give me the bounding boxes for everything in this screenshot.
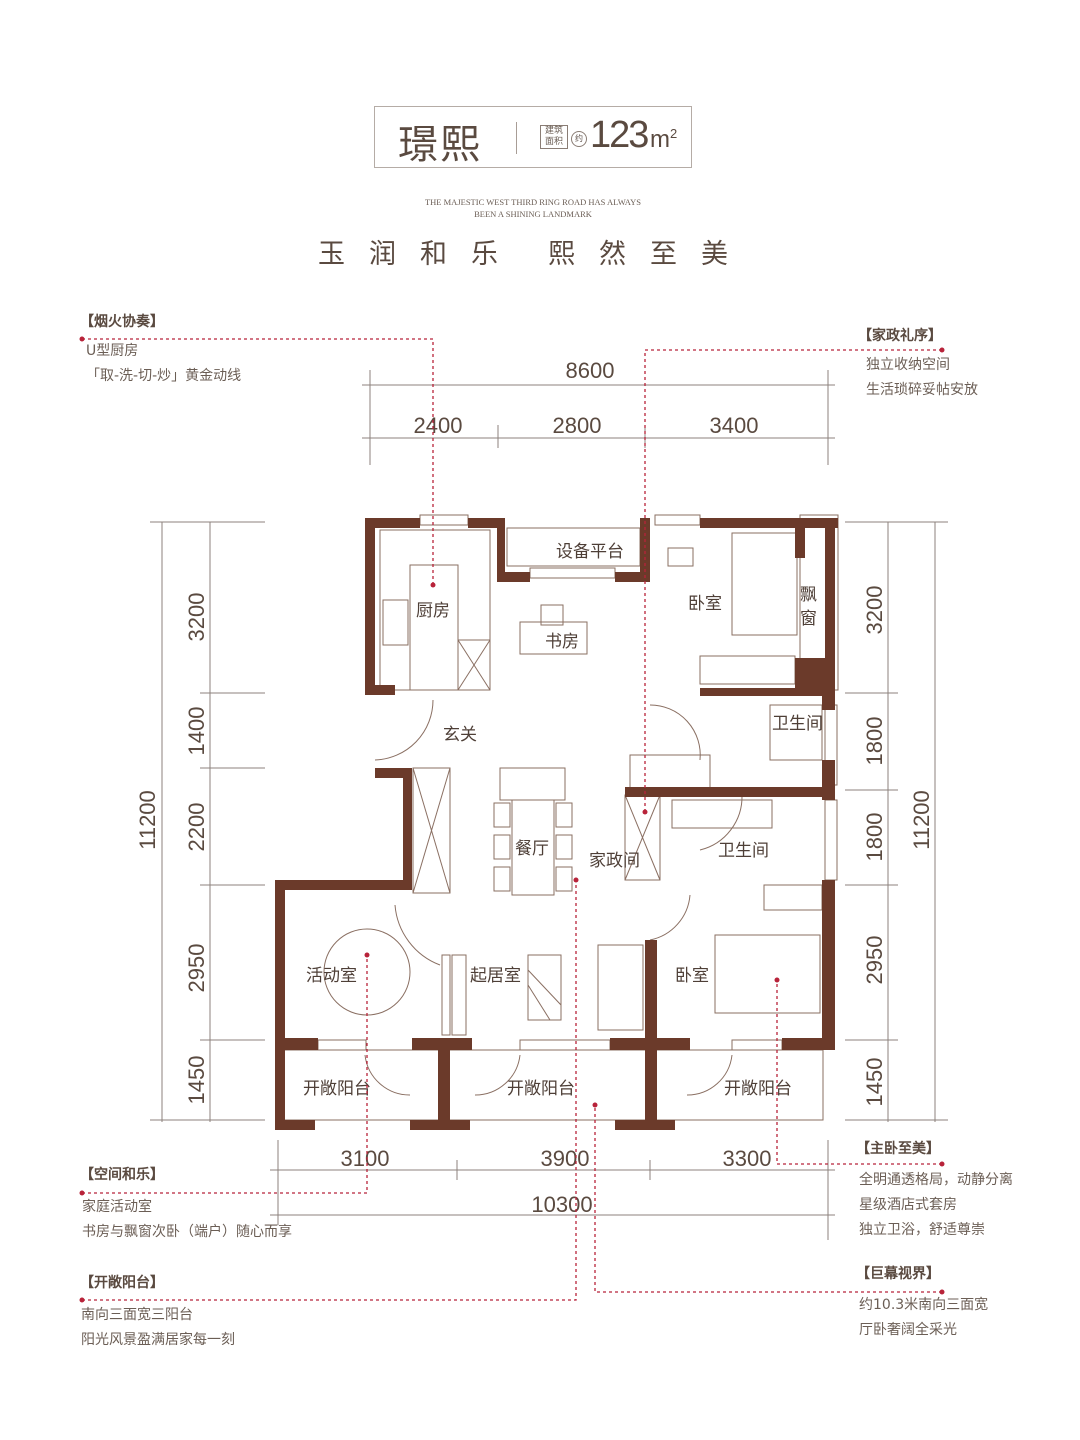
room-bathroom-1: 卫生间 bbox=[772, 714, 823, 734]
note-housekeeping: 【家政礼序】 独立收纳空间 生活琐碎妥帖安放 bbox=[858, 325, 978, 403]
room-bedroom-north: 卧室 bbox=[688, 594, 722, 614]
room-living: 起居室 bbox=[470, 966, 521, 986]
area-tag: 建筑面积 bbox=[540, 125, 568, 149]
note-line: 家庭活动室 bbox=[82, 1199, 152, 1215]
leader-lines bbox=[82, 338, 942, 1301]
room-activity: 活动室 bbox=[306, 966, 357, 986]
room-bay-window-2: 窗 bbox=[800, 609, 817, 629]
room-dining: 餐厅 bbox=[515, 839, 549, 859]
room-equipment-platform: 设备平台 bbox=[556, 542, 624, 562]
note-line: 生活琐碎妥帖安放 bbox=[866, 382, 978, 398]
note-space: 【空间和乐】 家庭活动室 书房与飘窗次卧（端户）随心而享 bbox=[80, 1164, 292, 1245]
room-kitchen: 厨房 bbox=[416, 601, 450, 621]
room-foyer: 玄关 bbox=[443, 725, 477, 745]
room-housekeeping: 家政间 bbox=[589, 851, 640, 871]
dimension-lines bbox=[150, 370, 948, 1240]
note-line: 独立卫浴，舒适尊崇 bbox=[859, 1222, 985, 1238]
dim-bottom-3: 3300 bbox=[723, 1146, 772, 1171]
dim-top-2: 2800 bbox=[553, 413, 602, 438]
unit-name: 璟熙 bbox=[398, 122, 482, 168]
note-title: 【家政礼序】 bbox=[858, 328, 942, 344]
slogan-right: 熙然至美 bbox=[548, 239, 752, 270]
note-line: 书房与飘窗次卧（端户）随心而享 bbox=[82, 1224, 292, 1240]
english-tagline: THE MAJESTIC WEST THIRD RING ROAD HAS AL… bbox=[374, 196, 692, 220]
note-line: 南向三面宽三阳台 bbox=[81, 1307, 193, 1323]
room-balcony-2: 开敞阳台 bbox=[507, 1079, 575, 1099]
fixtures bbox=[282, 514, 839, 1121]
room-balcony-1: 开敞阳台 bbox=[303, 1079, 371, 1099]
dim-right-5: 1450 bbox=[862, 1058, 887, 1107]
note-line: 约10.3米南向三面宽 bbox=[859, 1297, 989, 1313]
area-unit-sup: 2 bbox=[670, 126, 678, 141]
leader-dots bbox=[79, 336, 945, 1303]
area-tag-line1: 建筑 bbox=[544, 126, 563, 136]
note-line: 独立收纳空间 bbox=[866, 357, 950, 373]
english-line-2: BEEN A SHINING LANDMARK bbox=[474, 209, 592, 219]
dim-right-3: 1800 bbox=[862, 813, 887, 862]
dim-bottom-2: 3900 bbox=[541, 1146, 590, 1171]
title-box bbox=[374, 106, 692, 168]
dim-top-3: 3400 bbox=[710, 413, 759, 438]
dim-left-4: 2950 bbox=[184, 944, 209, 993]
room-bay-window-1: 飘 bbox=[800, 585, 817, 605]
note-master: 【主卧至美】 全明通透格局，动静分离 星级酒店式套房 独立卫浴，舒适尊崇 bbox=[856, 1138, 1013, 1243]
note-title: 【巨幕视界】 bbox=[856, 1266, 940, 1282]
note-title: 【开敞阳台】 bbox=[80, 1275, 164, 1291]
dim-right-total: 11200 bbox=[909, 790, 934, 850]
note-line: 厅卧奢阔全采光 bbox=[859, 1322, 957, 1338]
area-approx-badge: 约 bbox=[571, 131, 587, 147]
note-kitchen: 【烟火协奏】 U型厨房 「取-洗-切-炒」黄金动线 bbox=[80, 311, 241, 389]
note-title: 【主卧至美】 bbox=[856, 1141, 940, 1157]
dim-right-2: 1800 bbox=[862, 717, 887, 766]
note-balcony: 【开敞阳台】 南向三面宽三阳台 阳光风景盈满居家每一刻 bbox=[80, 1272, 235, 1353]
dim-bottom-total: 10300 bbox=[531, 1192, 592, 1217]
note-line: 全明通透格局，动静分离 bbox=[859, 1172, 1013, 1188]
room-balcony-3: 开敞阳台 bbox=[724, 1079, 792, 1099]
english-line-1: THE MAJESTIC WEST THIRD RING ROAD HAS AL… bbox=[424, 197, 642, 207]
dim-left-3: 2200 bbox=[184, 803, 209, 852]
title-divider bbox=[516, 122, 517, 154]
note-title: 【烟火协奏】 bbox=[80, 314, 164, 330]
dim-left-total: 11200 bbox=[135, 790, 160, 850]
note-line: U型厨房 bbox=[86, 343, 139, 359]
walls bbox=[275, 518, 838, 1130]
dim-top-1: 2400 bbox=[414, 413, 463, 438]
area-tag-line2: 面积 bbox=[544, 137, 563, 147]
dim-top-total: 8600 bbox=[566, 358, 615, 383]
area-value: 123 bbox=[590, 114, 649, 156]
note-line: 阳光风景盈满居家每一刻 bbox=[81, 1332, 235, 1348]
dim-left-5: 1450 bbox=[184, 1056, 209, 1105]
dim-right-1: 3200 bbox=[862, 586, 887, 635]
note-title: 【空间和乐】 bbox=[80, 1167, 164, 1183]
note-view: 【巨幕视界】 约10.3米南向三面宽 厅卧奢阔全采光 bbox=[856, 1263, 988, 1343]
note-line: 星级酒店式套房 bbox=[859, 1197, 957, 1213]
note-line: 「取-洗-切-炒」黄金动线 bbox=[86, 368, 242, 384]
room-bedroom-master: 卧室 bbox=[675, 966, 709, 986]
room-study: 书房 bbox=[545, 632, 579, 652]
dim-bottom-1: 3100 bbox=[341, 1146, 390, 1171]
dim-right-4: 2950 bbox=[862, 936, 887, 985]
slogan-left: 玉润和乐 bbox=[318, 239, 522, 270]
area-unit: m2 bbox=[650, 126, 677, 154]
dim-left-2: 1400 bbox=[184, 707, 209, 756]
dim-left-1: 3200 bbox=[184, 593, 209, 642]
area-unit-text: m bbox=[650, 126, 670, 153]
room-bathroom-2: 卫生间 bbox=[718, 841, 769, 861]
